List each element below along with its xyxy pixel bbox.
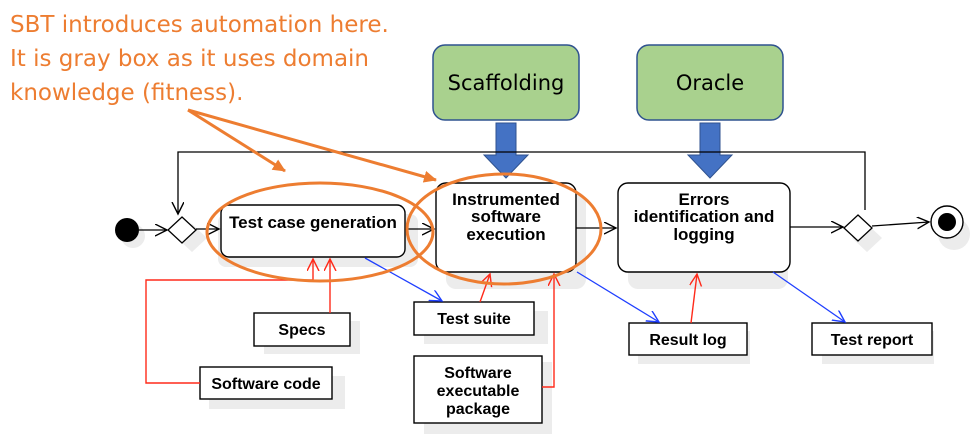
flow-errors-to-testreport bbox=[772, 271, 845, 322]
artifact-test-report: Test report bbox=[811, 322, 933, 356]
artifact-test-suite: Test suite bbox=[413, 301, 535, 336]
flow-resultlog-to-errors bbox=[691, 274, 697, 324]
flow-package-to-execution bbox=[542, 274, 554, 388]
specs-label: Specs bbox=[278, 322, 325, 339]
annotation-arrow-generation bbox=[187, 108, 286, 173]
scaffolding-label: Scaffolding bbox=[448, 71, 565, 95]
test-suite-label: Test suite bbox=[437, 311, 511, 328]
errors-identification-line-2: identification and bbox=[634, 207, 775, 226]
artifact-software-executable-package: Software executable package bbox=[413, 355, 543, 424]
software-code-label: Software code bbox=[211, 376, 320, 393]
final-node bbox=[930, 205, 964, 239]
annotation-line-2: It is gray box as it uses domain bbox=[10, 46, 369, 72]
activity-instrumented-execution: Instrumented software execution bbox=[435, 182, 577, 273]
scaffolding-box: Scaffolding bbox=[432, 44, 580, 121]
errors-identification-line-3: logging bbox=[673, 225, 734, 244]
activity-errors-identification: Errors identification and logging bbox=[617, 182, 791, 273]
instrumented-execution-line-2: software bbox=[471, 207, 541, 226]
annotation-text: SBT introduces automation here. It is gr… bbox=[10, 12, 389, 106]
flow-code-to-generation bbox=[145, 259, 313, 384]
flow-generation-to-testsuite bbox=[364, 257, 442, 301]
annotation-line-3: knowledge (fitness). bbox=[10, 80, 243, 106]
artifact-software-code: Software code bbox=[199, 366, 333, 400]
flow-testsuite-to-execution bbox=[479, 274, 490, 303]
oracle-label: Oracle bbox=[676, 71, 744, 95]
instrumented-execution-line-3: execution bbox=[466, 225, 545, 244]
oracle-box: Oracle bbox=[636, 44, 784, 121]
result-log-label: Result log bbox=[649, 332, 726, 349]
input-flows bbox=[145, 259, 697, 388]
merge-node bbox=[167, 216, 197, 244]
annotation-line-1: SBT introduces automation here. bbox=[10, 12, 389, 38]
scaffolding-block-arrow bbox=[482, 122, 530, 179]
oracle-block-arrow bbox=[686, 122, 734, 179]
test-case-generation-label: Test case generation bbox=[229, 213, 397, 232]
annotation-arrows bbox=[187, 108, 437, 183]
loop-back-flow bbox=[178, 151, 866, 214]
flow-decision-to-end bbox=[871, 222, 929, 226]
flow-execution-to-resultlog bbox=[576, 271, 659, 322]
test-report-label: Test report bbox=[831, 332, 914, 349]
output-flows bbox=[364, 257, 845, 322]
annotation-arrow-execution bbox=[187, 108, 437, 183]
highlight-ellipse-generation bbox=[205, 181, 435, 283]
software-executable-line-3: package bbox=[446, 401, 510, 418]
activity-test-case-generation: Test case generation bbox=[220, 204, 406, 258]
initial-node bbox=[115, 218, 139, 242]
artifact-result-log: Result log bbox=[628, 322, 748, 356]
errors-identification-line-1: Errors bbox=[678, 190, 729, 209]
highlight-ellipse-execution bbox=[405, 172, 603, 286]
artifact-specs: Specs bbox=[253, 312, 351, 347]
software-executable-line-2: executable bbox=[437, 383, 520, 400]
instrumented-execution-line-1: Instrumented bbox=[452, 190, 560, 209]
software-executable-line-1: Software bbox=[444, 365, 512, 382]
decision-node bbox=[843, 214, 873, 242]
